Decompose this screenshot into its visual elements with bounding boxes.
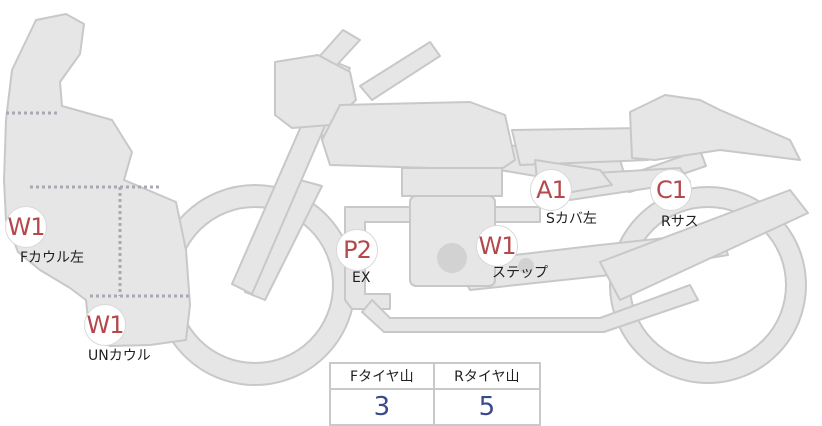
lower-frame <box>344 206 541 310</box>
front-tire-header: Fタイヤ山 <box>329 362 435 390</box>
grade-marker-under-cowl: W1 <box>84 304 126 346</box>
tail-cowl <box>629 94 801 161</box>
grade-marker-side-cover: A1 <box>530 169 572 211</box>
engine <box>401 167 534 287</box>
cowl-panel-lines <box>6 111 190 298</box>
tire-tread-table: Fタイヤ山 Rタイヤ山 3 5 <box>329 362 542 426</box>
part-label-rear-suspension: Rサス <box>661 214 699 230</box>
tire-table-header-row: Fタイヤ山 Rタイヤ山 <box>329 362 542 390</box>
grade-marker-f-cowl: W1 <box>5 206 47 248</box>
front-tire-value: 3 <box>329 388 435 426</box>
part-label-side-cover: Sカバ左 <box>546 211 597 227</box>
fuel-tank <box>321 101 516 171</box>
rear-tire-value: 5 <box>432 388 542 426</box>
seat <box>511 127 649 166</box>
part-label-f-cowl: Fカウル左 <box>20 250 85 266</box>
exhaust-pipe <box>361 284 699 333</box>
part-label-under-cowl: UNカウル <box>88 348 151 364</box>
grade-marker-exhaust: P2 <box>336 229 378 271</box>
part-label-step: ステップ <box>492 265 548 281</box>
handlebar-right <box>359 41 441 101</box>
grade-marker-rear-suspension: C1 <box>650 169 692 211</box>
rear-tire-header: Rタイヤ山 <box>432 362 542 390</box>
tire-table-value-row: 3 5 <box>329 388 542 426</box>
rear-suspension <box>599 189 809 301</box>
part-label-exhaust: EX <box>352 270 371 286</box>
grade-marker-step: W1 <box>476 225 518 267</box>
